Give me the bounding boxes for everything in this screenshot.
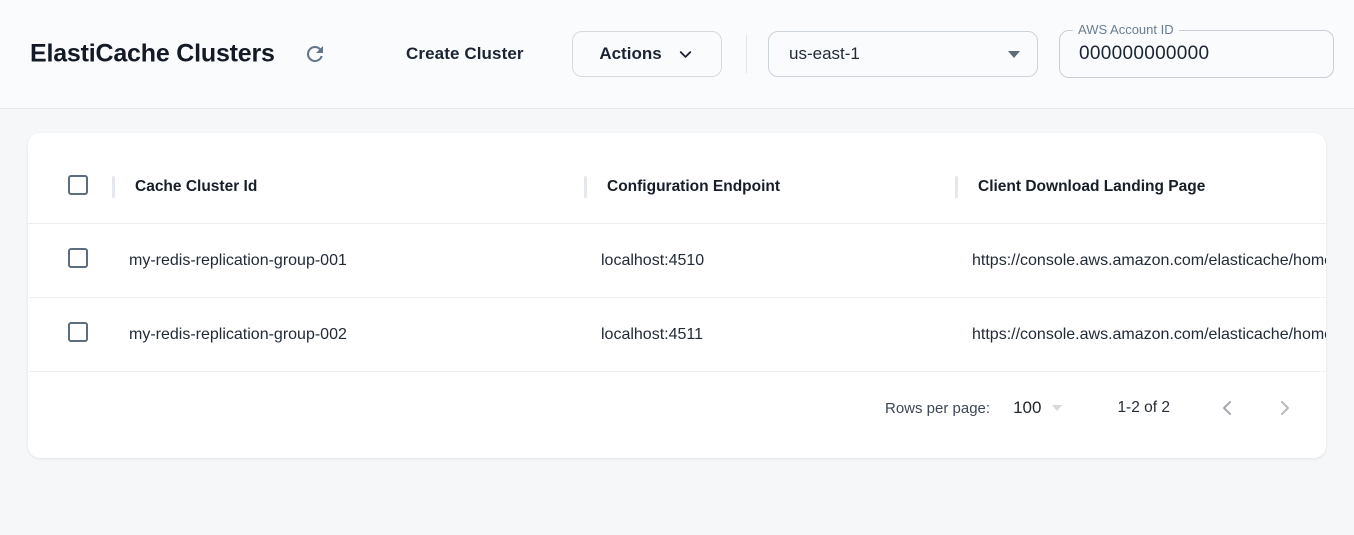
aws-account-id-field: AWS Account ID — [1059, 30, 1334, 78]
row-checkbox[interactable] — [68, 322, 88, 342]
header-divider — [746, 35, 747, 73]
table-header-row: Cache Cluster Id Configuration Endpoint … — [28, 133, 1326, 224]
region-select-value: us-east-1 — [789, 44, 860, 64]
row-checkbox[interactable] — [68, 248, 88, 268]
refresh-icon — [303, 42, 327, 66]
table-row[interactable]: my-redis-replication-group-002 localhost… — [28, 298, 1326, 372]
column-header-client-download-landing-page[interactable]: Client Download Landing Page — [956, 178, 1326, 196]
select-all-checkbox[interactable] — [68, 175, 88, 195]
actions-button-label: Actions — [599, 44, 661, 64]
page-title: ElastiCache Clusters — [30, 40, 275, 69]
refresh-button[interactable] — [300, 39, 330, 69]
next-page-button[interactable] — [1271, 394, 1299, 422]
clusters-table-card: Cache Cluster Id Configuration Endpoint … — [28, 133, 1326, 458]
column-header-cache-cluster-id[interactable]: Cache Cluster Id — [113, 178, 585, 196]
configuration-endpoint-cell: localhost:4511 — [585, 326, 956, 344]
cluster-id-link[interactable]: my-redis-replication-group-002 — [113, 326, 585, 344]
create-cluster-button[interactable]: Create Cluster — [406, 44, 524, 64]
previous-page-button[interactable] — [1213, 394, 1241, 422]
client-download-url-cell: https://console.aws.amazon.com/elasticac… — [956, 252, 1326, 270]
rows-per-page-select[interactable]: 100 — [1013, 398, 1062, 418]
column-header-configuration-endpoint[interactable]: Configuration Endpoint — [585, 178, 956, 196]
row-select-cell — [28, 248, 113, 273]
pagination-range-label: 1-2 of 2 — [1117, 399, 1170, 417]
dropdown-arrow-icon — [1008, 51, 1020, 58]
chevron-right-icon — [1273, 396, 1297, 420]
top-bar: ElastiCache Clusters Create Cluster Acti… — [0, 0, 1354, 109]
table-row[interactable]: my-redis-replication-group-001 localhost… — [28, 224, 1326, 298]
chevron-down-icon — [676, 45, 695, 64]
client-download-url-cell: https://console.aws.amazon.com/elasticac… — [956, 326, 1326, 344]
configuration-endpoint-cell: localhost:4510 — [585, 252, 956, 270]
row-select-cell — [28, 322, 113, 347]
dropdown-arrow-icon — [1052, 405, 1062, 411]
region-select[interactable]: us-east-1 — [768, 31, 1038, 77]
rows-per-page-label: Rows per page: — [885, 400, 990, 417]
select-all-cell — [28, 175, 113, 200]
chevron-left-icon — [1215, 396, 1239, 420]
rows-per-page-value: 100 — [1013, 398, 1041, 418]
cluster-id-link[interactable]: my-redis-replication-group-001 — [113, 252, 585, 270]
table-pagination: Rows per page: 100 1-2 of 2 — [28, 372, 1326, 444]
aws-account-id-label: AWS Account ID — [1073, 22, 1179, 38]
actions-button[interactable]: Actions — [572, 31, 722, 77]
